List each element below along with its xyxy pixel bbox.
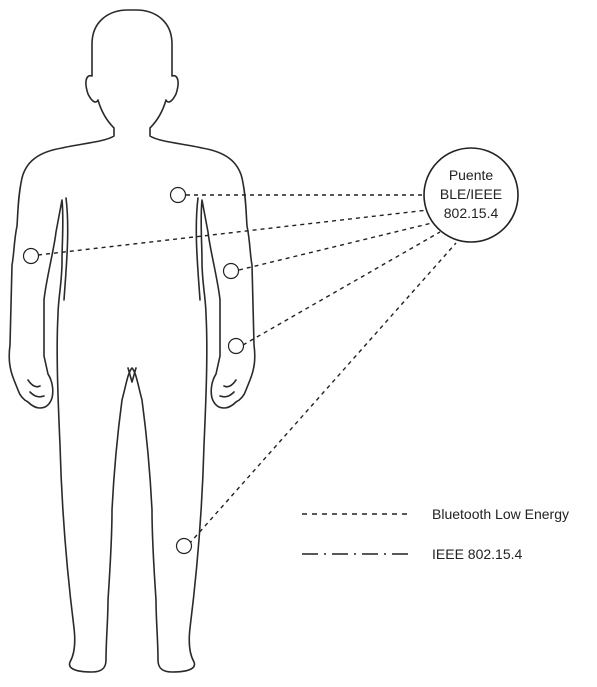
- bridge-label-line-3: 802.15.4: [444, 205, 499, 221]
- groin-line: [128, 368, 136, 382]
- legend: Bluetooth Low Energy IEEE 802.15.4: [302, 506, 569, 562]
- sensor-left-upper-arm: [224, 264, 239, 279]
- legend-ieee-label: IEEE 802.15.4: [432, 546, 523, 562]
- ble-links: [38, 195, 456, 544]
- bridge-node: Puente BLE/IEEE 802.15.4: [424, 148, 518, 242]
- bridge-label-line-2: BLE/IEEE: [440, 186, 502, 202]
- right-inner-arm-line: [64, 198, 68, 300]
- sensor-chest: [171, 188, 186, 203]
- sensor-left-wrist: [229, 339, 244, 354]
- link-left-wrist-bridge: [243, 232, 440, 345]
- link-right-forearm-bridge: [38, 210, 428, 255]
- right-hand-fingers: [28, 380, 44, 397]
- legend-ble-label: Bluetooth Low Energy: [432, 506, 569, 522]
- link-left-upper-arm-bridge: [239, 223, 432, 270]
- sensor-left-shin: [177, 539, 192, 554]
- left-hand-fingers: [220, 380, 236, 397]
- link-left-shin-bridge: [189, 243, 456, 544]
- human-body-outline: [9, 10, 255, 672]
- left-inner-arm-line: [196, 198, 200, 300]
- body-silhouette: [9, 10, 255, 672]
- bridge-label-line-1: Puente: [449, 167, 494, 183]
- sensor-right-forearm: [24, 249, 39, 264]
